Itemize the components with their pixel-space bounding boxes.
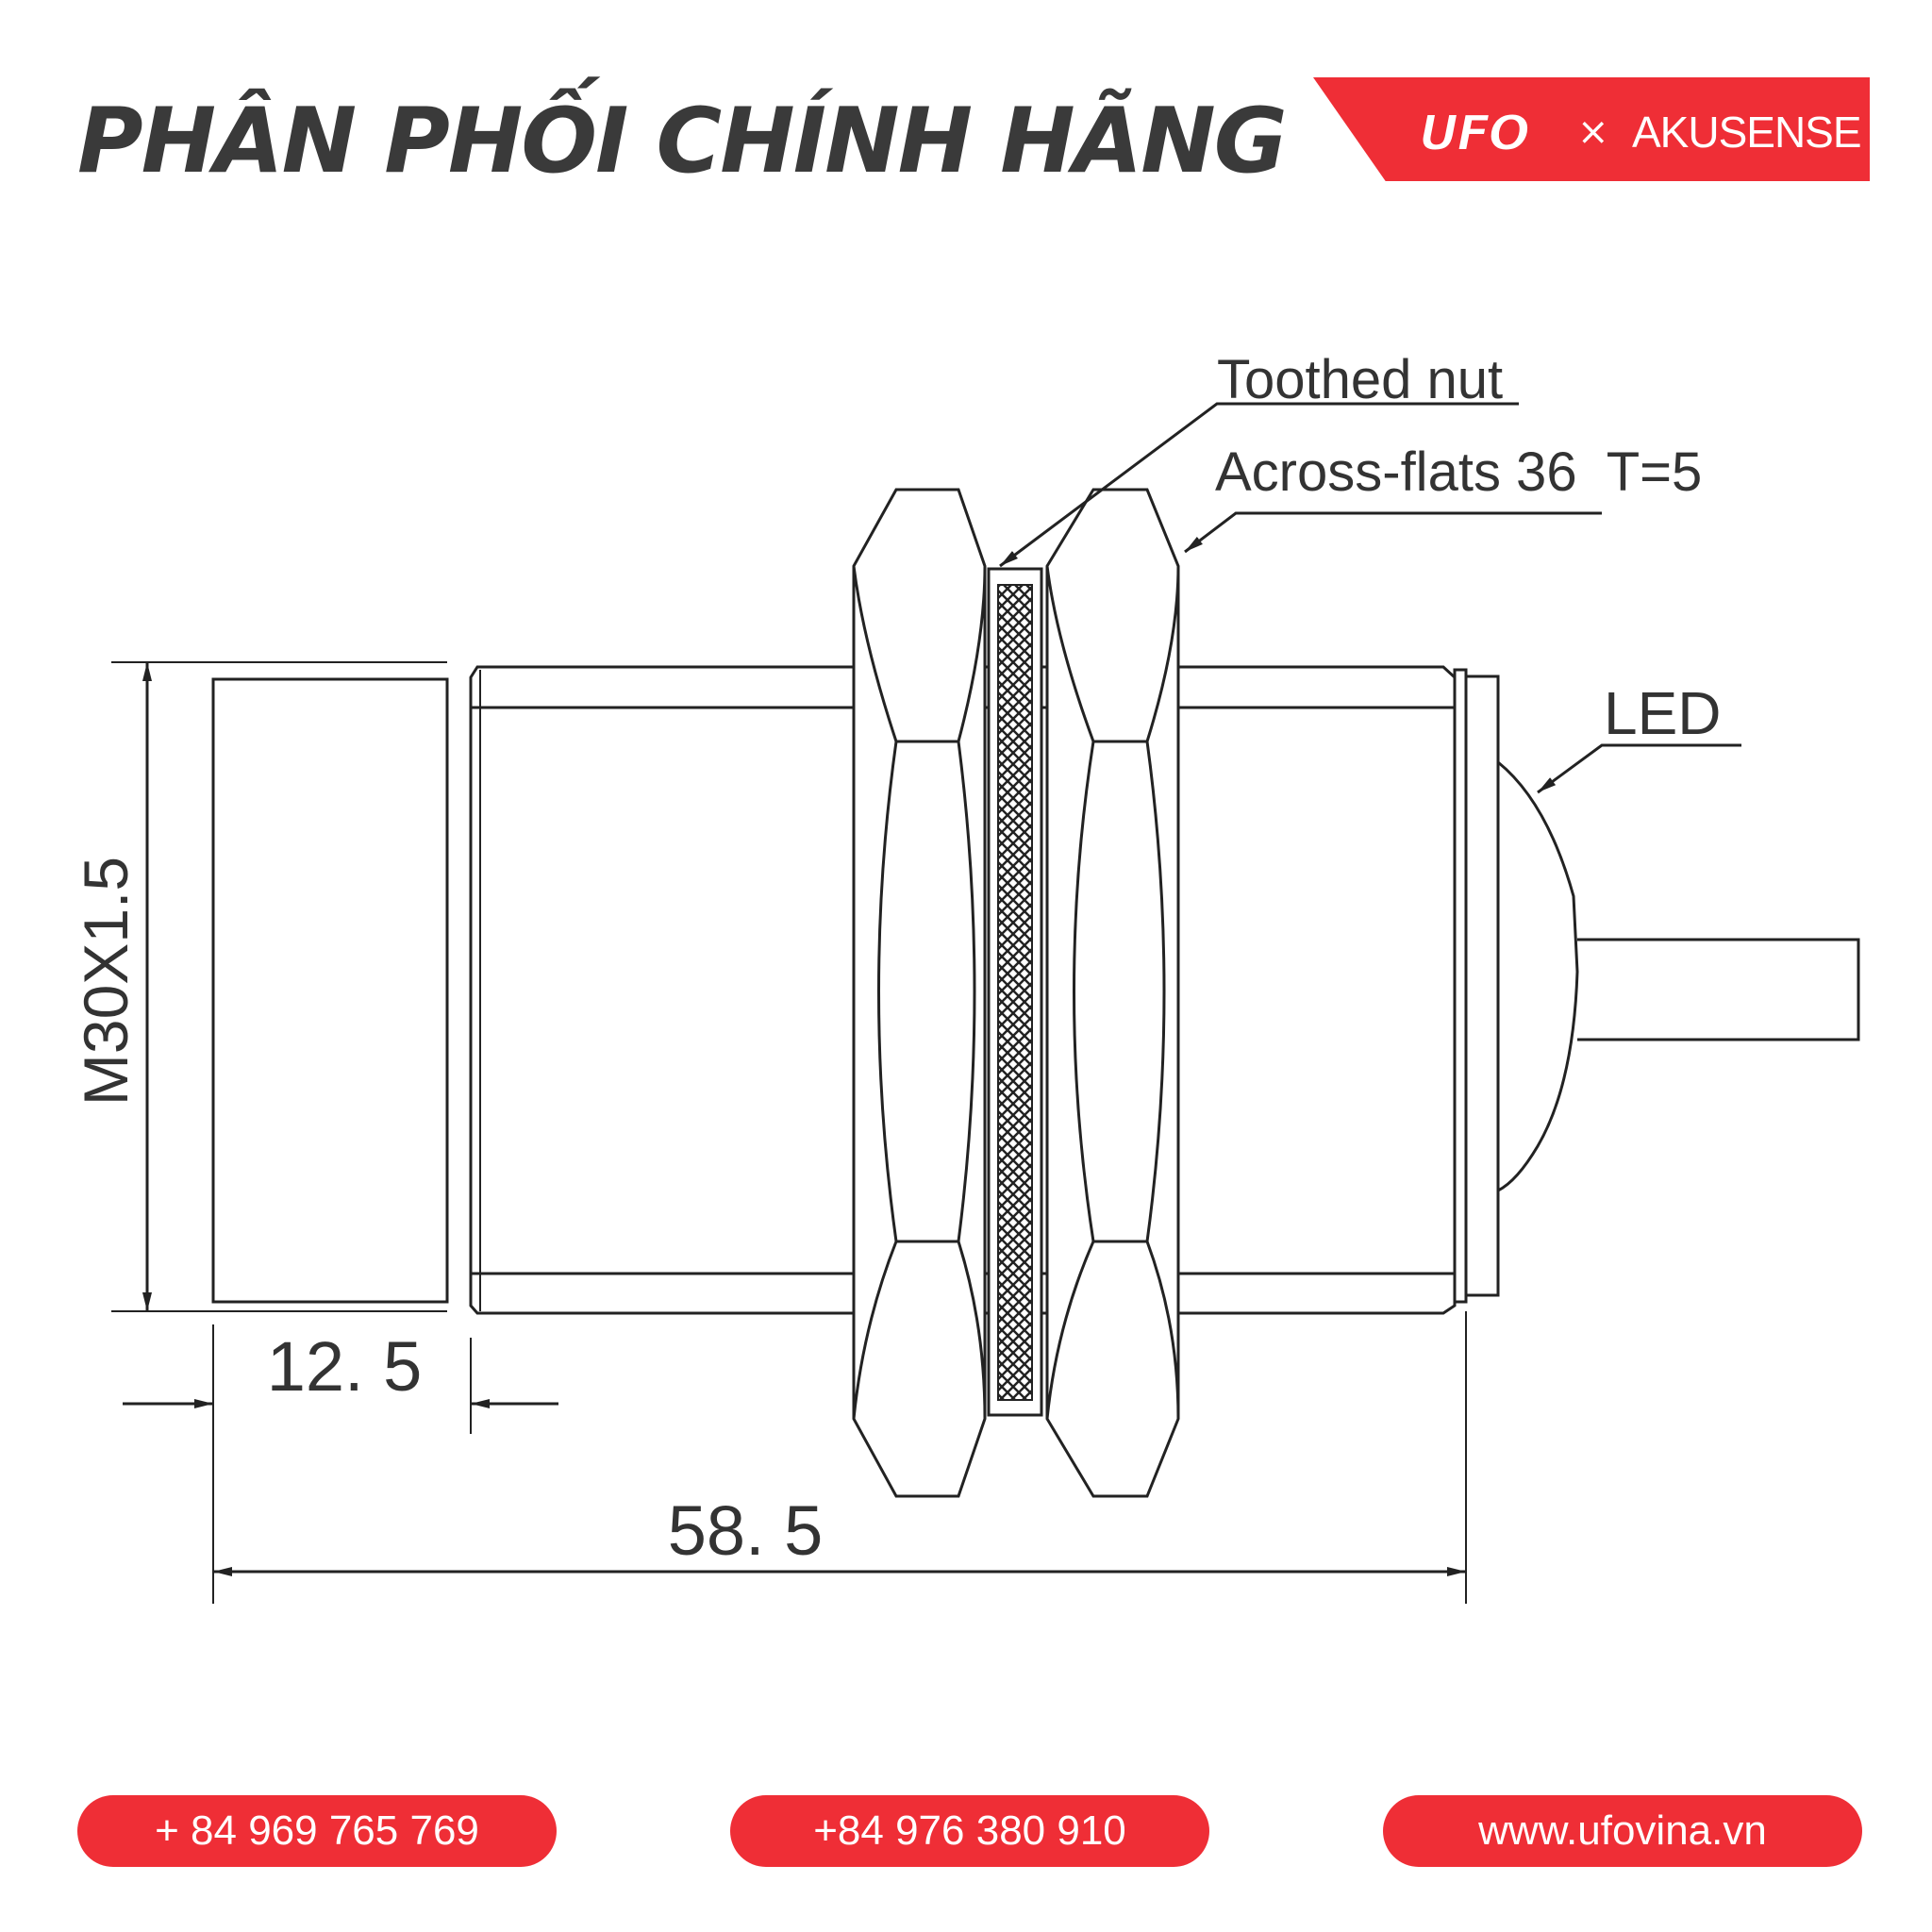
website-pill[interactable]: www.ufovina.vn	[1383, 1795, 1862, 1867]
page-headline: PHÂN PHỐI CHÍNH HÃNG	[77, 90, 1288, 193]
label-dim-short: 12. 5	[267, 1327, 423, 1406]
website-text: www.ufovina.vn	[1478, 1807, 1767, 1854]
cable	[1577, 938, 1860, 1041]
toothed-knurl	[997, 584, 1033, 1401]
label-toothed-nut: Toothed nut	[1217, 349, 1503, 410]
phone-2-text: +84 976 380 910	[813, 1807, 1126, 1854]
label-led: LED	[1604, 679, 1722, 747]
hex-nut-right	[1045, 488, 1180, 1498]
cable-gland	[1497, 760, 1579, 1192]
brand-banner	[1313, 77, 1870, 181]
brand-partner-name: AKUSENSE	[1632, 108, 1862, 157]
toothed-nut-leader	[999, 402, 1519, 568]
label-across-flats: Across-flats 36 T=5	[1215, 441, 1702, 503]
sensor-body	[469, 665, 1457, 1315]
phone-1-text: + 84 969 765 769	[155, 1807, 479, 1854]
across-flats-leader	[1184, 511, 1602, 554]
rear-collar	[1453, 668, 1468, 1304]
ufo-logo: UFO	[1418, 108, 1532, 157]
label-dim-total: 58. 5	[668, 1491, 824, 1570]
phone-1-pill[interactable]: + 84 969 765 769	[77, 1795, 557, 1867]
led-leader	[1537, 743, 1741, 794]
hex-nut-left	[852, 488, 987, 1498]
rear-cap	[1464, 675, 1500, 1297]
brand-separator: ×	[1577, 110, 1609, 154]
label-thread: M30X1.5	[71, 857, 141, 1106]
ufo-logo-text: UFO	[1419, 108, 1529, 157]
phone-2-pill[interactable]: +84 976 380 910	[730, 1795, 1209, 1867]
sensing-face	[211, 677, 449, 1304]
